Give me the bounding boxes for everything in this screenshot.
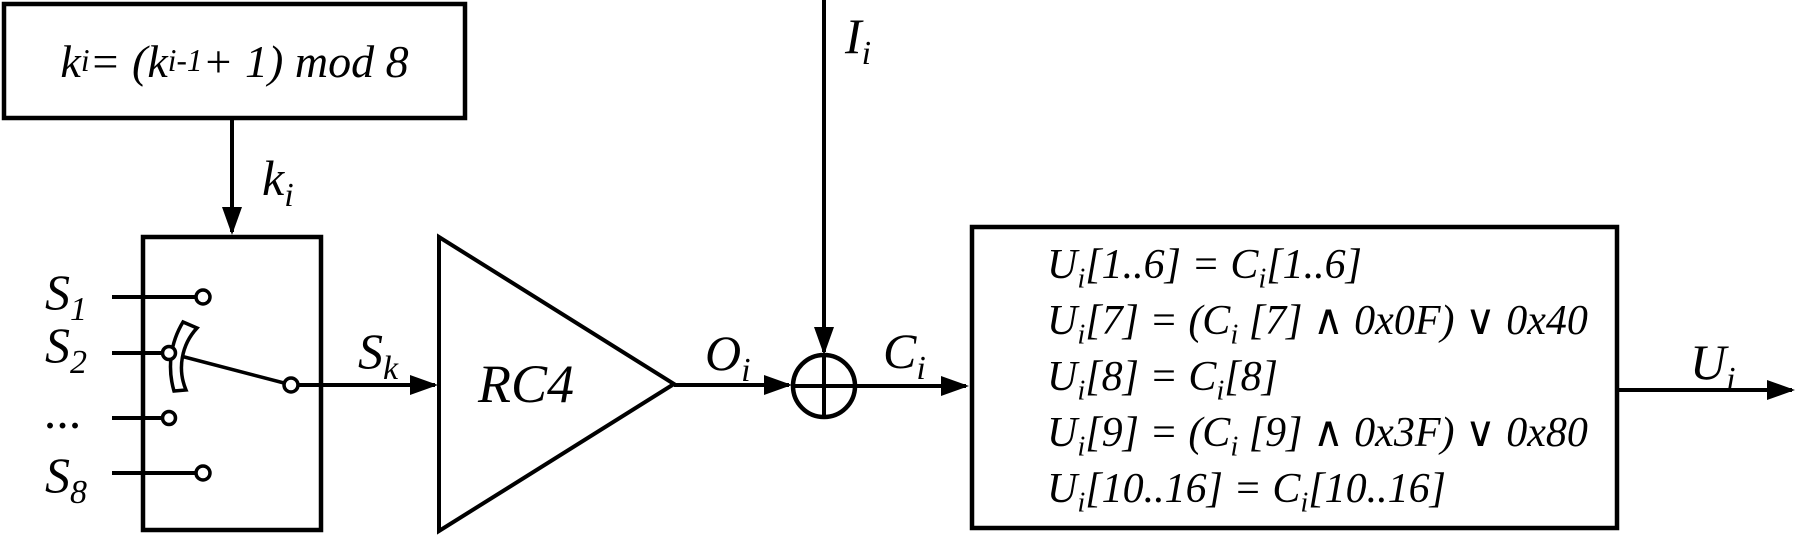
xor-icon [790, 352, 858, 420]
selector-input-label-ellipsis: ... [45, 383, 83, 439]
key-update-box [1, 1, 468, 121]
contact-circle-s2 [160, 344, 178, 362]
final-output-label: Ui [1690, 334, 1736, 398]
common-contact-circle [282, 376, 300, 394]
selector-output-label: Sk [358, 323, 399, 387]
rc4-output-label: Oi [705, 325, 751, 389]
transform-formula-line: Ui[10..16] = Ci[10..16] [1047, 466, 1446, 519]
xor-output-label: Ci [883, 323, 926, 387]
selector-input-label-s2: S2 [45, 317, 87, 381]
transform-formula-line: Ui[1..6] = Ci[1..6] [1047, 242, 1362, 295]
rc4-triangle [437, 233, 678, 535]
selector-input-label-s1: S1 [45, 264, 87, 328]
wiper-arc-icon [168, 319, 200, 393]
wiper-line [172, 352, 285, 385]
contact-circle-s8 [194, 464, 212, 482]
transform-formulas: Ui[1..6] = Ci[1..6] Ui[7] = (Ci [7] ∧ 0x… [1047, 237, 1588, 517]
selector-input-label-s8: S8 [45, 447, 87, 511]
contact-circle-s1 [194, 288, 212, 306]
input-stream-label: Ii [845, 8, 872, 72]
transform-formula-line: Ui[9] = (Ci [9] ∧ 0x3F) ∨ 0x80 [1047, 410, 1588, 463]
contact-circle-sdots [160, 409, 178, 427]
transform-formula-line: Ui[8] = Ci[8] [1047, 354, 1278, 407]
rc4-label: RC4 [478, 354, 575, 414]
transform-box [969, 224, 1620, 531]
transform-formula-line: Ui[7] = (Ci [7] ∧ 0x0F) ∨ 0x40 [1047, 298, 1588, 351]
key-index-label: ki [262, 150, 294, 214]
